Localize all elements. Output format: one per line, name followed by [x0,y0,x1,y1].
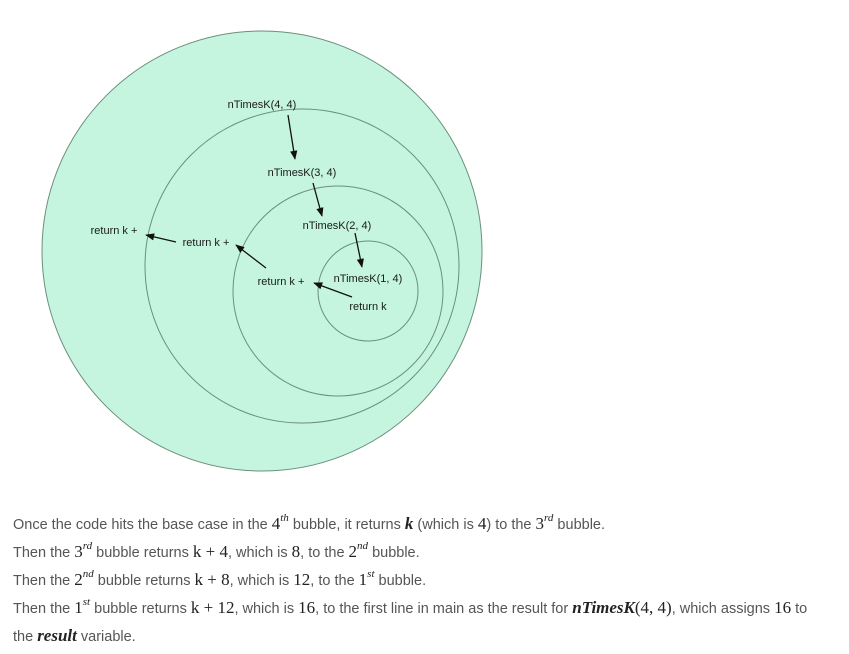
explanation-line-5: the result variable. [13,626,136,645]
call-label-4: nTimesK(4, 4) [228,99,297,111]
recursion-bubble-diagram: nTimesK(4, 4) nTimesK(3, 4) nTimesK(2, 4… [41,30,483,472]
bubble-4 [317,240,419,342]
call-arrow-3-to-2 [312,182,324,217]
call-label-3: nTimesK(3, 4) [268,167,337,179]
return-label-2: return k + [183,237,230,249]
call-arrow-4-to-3 [287,114,298,160]
call-label-2: nTimesK(2, 4) [303,220,372,232]
return-label-4: return k [349,301,387,313]
call-label-1: nTimesK(1, 4) [334,273,403,285]
explanation-line-4: Then the 1st bubble returns k + 12, whic… [13,596,808,618]
return-label-3: return k + [258,276,305,288]
return-label-1: return k + [91,225,138,237]
call-arrow-2-to-1 [354,232,364,268]
return-arrow-3-to-4 [145,233,177,243]
return-arrow-2-to-3 [235,244,267,269]
explanation-line-3: Then the 2nd bubble returns k + 8, which… [13,568,427,590]
explanation-line-2: Then the 3rd bubble returns k + 4, which… [13,540,420,562]
explanation-line-1: Once the code hits the base case in the … [13,512,606,534]
return-arrow-1-to-2 [313,282,353,298]
explanation-text: Once the code hits the base case in the … [13,510,843,650]
